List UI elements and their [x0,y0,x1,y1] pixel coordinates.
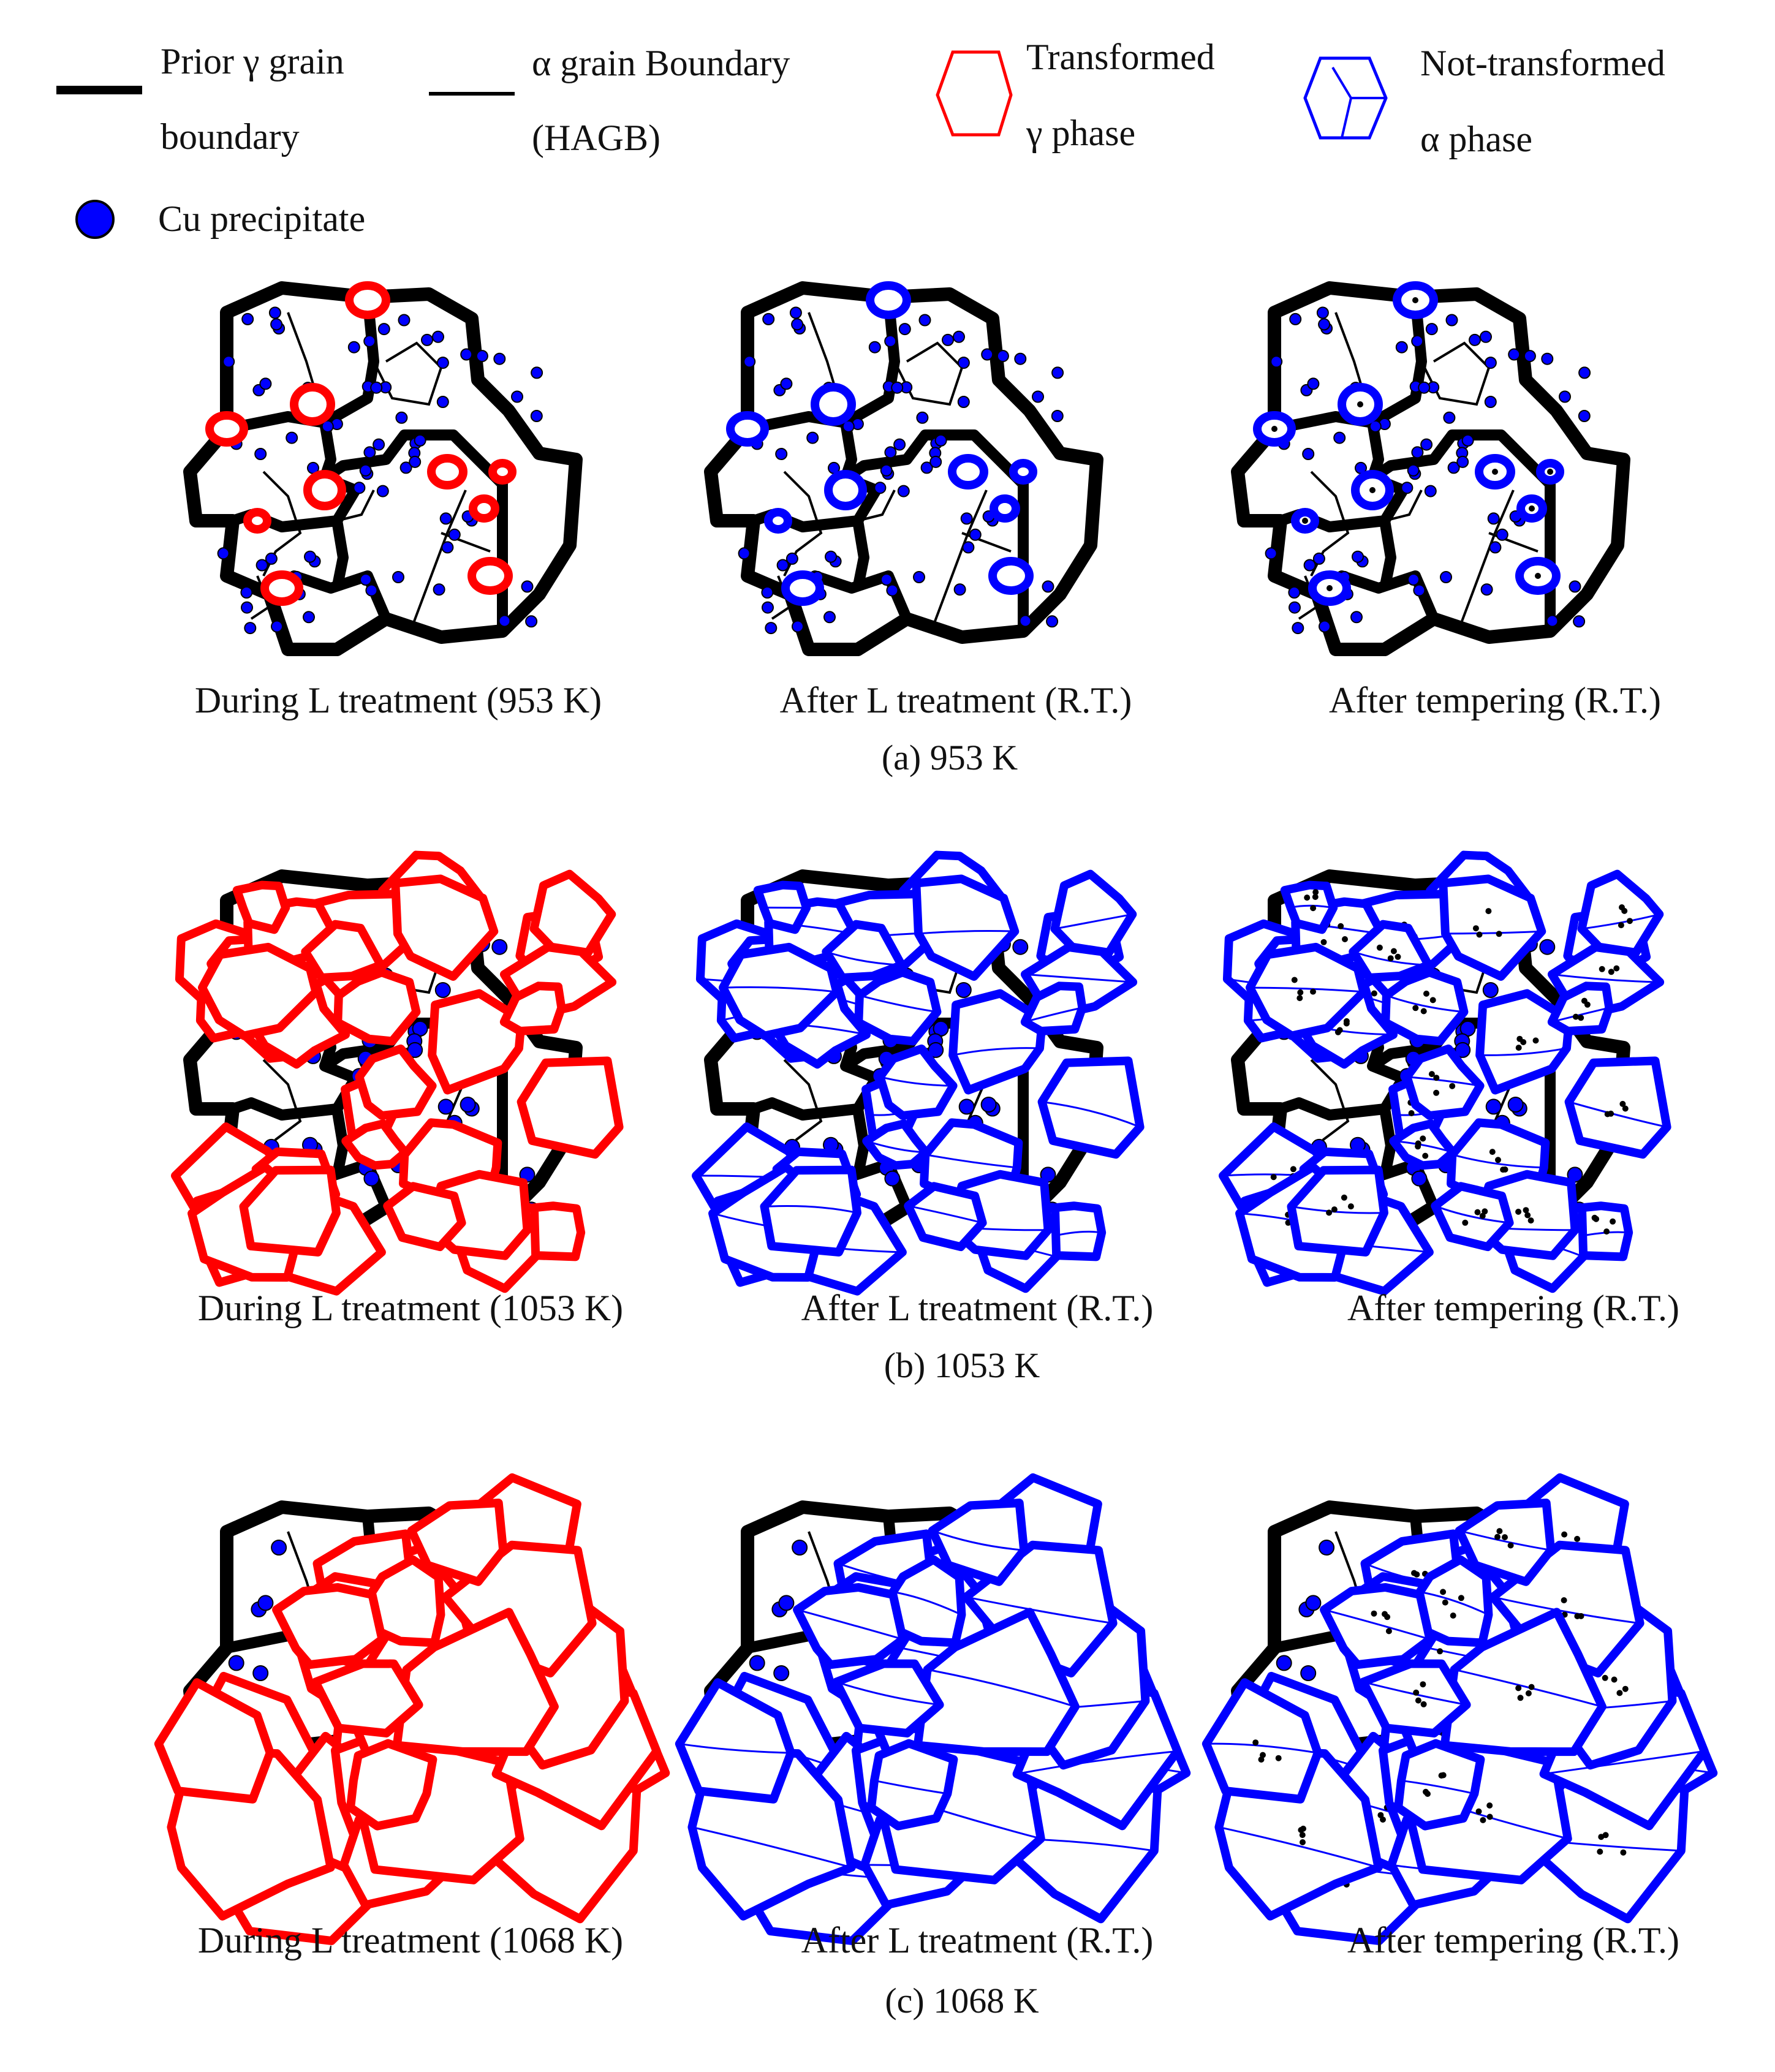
panel-0-1 [704,281,1103,656]
legend-alpha-boundary-line2: (HAGB) [532,118,660,158]
panel-1-0 [171,850,624,1296]
caption-a-during: During L treatment (953 K) [194,680,602,720]
panel-grid [154,281,1718,1945]
caption-a-after-l: After L treatment (R.T.) [779,680,1132,720]
legend-transformed-line2: γ phase [1026,113,1136,153]
caption-b-during: During L treatment (1053 K) [197,1288,624,1328]
legend-cu-label: Cu precipitate [158,199,366,239]
legend-alpha-boundary-line1: α grain Boundary [532,43,790,83]
panel-1-1 [692,850,1145,1296]
caption-a-after-tempering: After tempering (R.T.) [1328,680,1662,720]
caption-b-after-tempering: After tempering (R.T.) [1347,1288,1680,1328]
legend-not-transformed-line1: Not-transformed [1420,43,1665,83]
legend-symbols [56,50,1388,239]
caption-c-after-l: After L treatment (R.T.) [801,1920,1154,1960]
row-caption-c: (c) 1068 K [885,1981,1039,2021]
caption-c-during: During L treatment (1068 K) [197,1920,624,1960]
row-caption-b: (b) 1053 K [884,1345,1040,1385]
panel-2-0 [154,1473,670,1945]
panel-2-1 [675,1473,1191,1945]
panel-1-2 [1219,850,1671,1296]
legend-prior-gamma-line [56,86,142,94]
caption-b-after-l: After L treatment (R.T.) [801,1288,1154,1328]
legend-transformed-hexagon [936,50,1013,137]
legend-transformed-line1: Transformed [1026,37,1215,77]
caption-c-after-tempering: After tempering (R.T.) [1347,1920,1680,1960]
row-caption-a: (a) 953 K [881,738,1018,777]
legend-prior-gamma-line1: Prior γ grain [161,41,344,81]
legend-not-transformed-hexagon [1303,56,1388,140]
panel-2-2 [1202,1473,1718,1945]
panel-0-2 [1231,281,1630,656]
legend-not-transformed-line2: α phase [1420,119,1533,159]
panel-0-0 [183,281,583,656]
legend-prior-gamma-line2: boundary [161,116,300,157]
legend-cu-precipitate-dot [75,200,115,239]
legend-alpha-boundary-line [429,92,515,96]
